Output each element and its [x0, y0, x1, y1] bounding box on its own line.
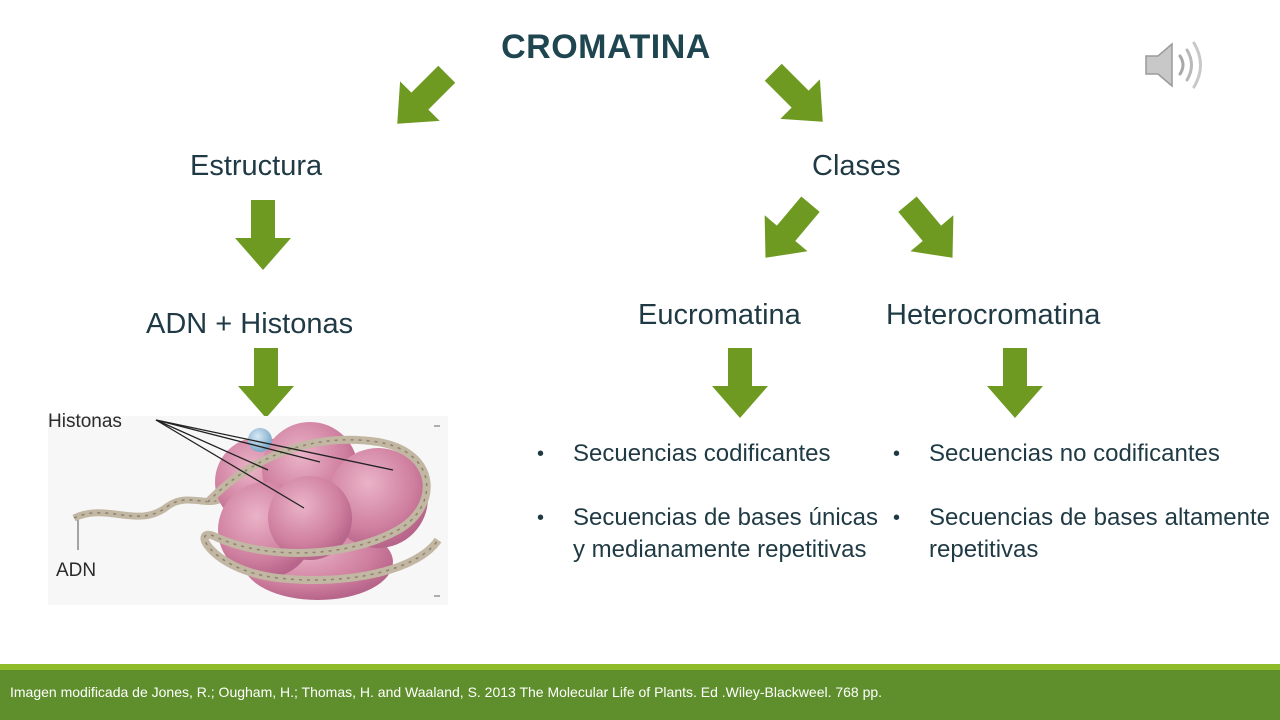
heterocromatina-list: • Secuencias no codificantes • Secuencia… [893, 438, 1270, 598]
arrow-icon [235, 200, 291, 270]
list-item: • Secuencias de bases altamente repetiti… [893, 504, 1270, 563]
speaker-icon[interactable] [1140, 34, 1210, 96]
arrow-icon [987, 348, 1043, 418]
arrow-icon [886, 186, 974, 276]
histonas-label: Histonas [48, 411, 122, 432]
eucromatina-list: • Secuencias codificantes • Secuencias d… [537, 438, 878, 598]
arrow-icon [238, 348, 294, 418]
adn-histonas-label: ADN + Histonas [146, 308, 354, 340]
eucromatina-heading: Eucromatina [638, 299, 801, 331]
arrow-icon [712, 348, 768, 418]
heterocromatina-heading: Heterocromatina [886, 299, 1101, 331]
arrow-icon [377, 54, 466, 143]
arrow-icon [753, 52, 842, 141]
list-item: • Secuencias de bases únicas y medianame… [537, 504, 878, 563]
clases-heading: Clases [812, 150, 901, 182]
footer-divider [0, 664, 1280, 670]
nucleosome-image [48, 410, 448, 605]
list-item: • Secuencias no codificantes [893, 440, 1220, 467]
list-item: • Secuencias codificantes [537, 440, 831, 467]
footer-citation: Imagen modificada de Jones, R.; Ougham, … [0, 670, 1280, 720]
page-title: CROMATINA [501, 28, 711, 66]
arrow-icon [744, 186, 832, 276]
estructura-heading: Estructura [190, 150, 323, 182]
adn-label: ADN [56, 560, 97, 581]
